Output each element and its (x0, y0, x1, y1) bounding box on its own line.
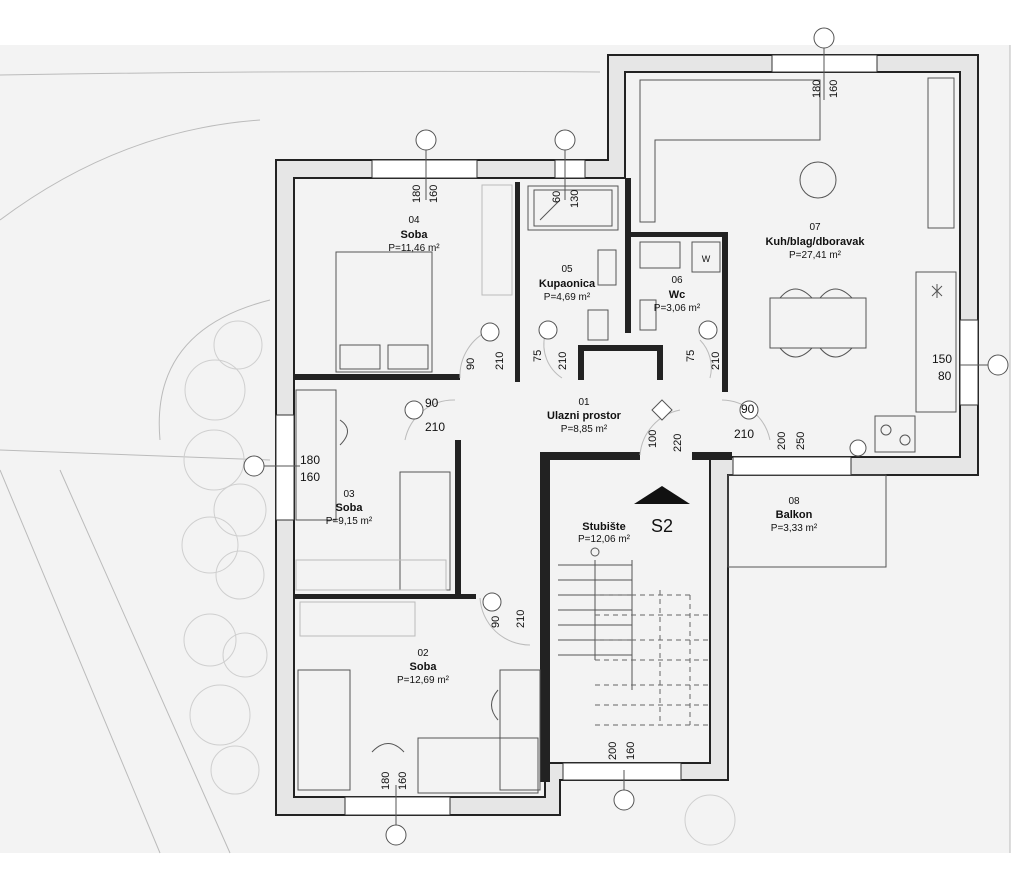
dim-label: 100 (647, 430, 659, 448)
dim-label: 160 (625, 742, 637, 760)
bedroom-furniture (295, 184, 541, 794)
svg-text:08: 08 (788, 496, 800, 507)
svg-text:P=12,06 m²: P=12,06 m² (578, 534, 631, 545)
svg-text:03: 03 (343, 489, 355, 500)
balcony-outline (727, 474, 887, 568)
dim-label: 180 (411, 185, 423, 203)
dimension-labels: 180 160 60 130 180 160 90 210 75 210 75 … (300, 80, 952, 790)
svg-text:P=3,06 m²: P=3,06 m² (654, 303, 701, 314)
dim-label: 200 (776, 432, 788, 450)
site-boundary-curve (0, 70, 601, 461)
dim-label: 210 (557, 352, 569, 370)
svg-text:Soba: Soba (336, 502, 364, 514)
room-02-label: 02 Soba P=12,69 m² (397, 648, 450, 686)
svg-text:P=3,33 m²: P=3,33 m² (771, 523, 818, 534)
svg-text:P=4,69 m²: P=4,69 m² (544, 292, 591, 303)
dim-label: 160 (397, 772, 409, 790)
svg-text:Balkon: Balkon (776, 509, 813, 521)
site-area (0, 45, 1010, 853)
room-07-label: 07 Kuh/blag/dboravak P=27,41 m² (765, 222, 865, 261)
site-boundary-lines (0, 45, 1011, 854)
room-08-label: 08 Balkon P=3,33 m² (771, 496, 818, 534)
svg-text:P=12,69 m²: P=12,69 m² (397, 675, 450, 686)
room-03-label: 03 Soba P=9,15 m² (326, 489, 373, 527)
svg-text:Wc: Wc (669, 289, 686, 301)
svg-text:P=11,46 m²: P=11,46 m² (388, 243, 440, 254)
dim-label: 210 (494, 352, 506, 370)
svg-text:P=9,15 m²: P=9,15 m² (326, 516, 373, 527)
bathroom-fixtures (527, 185, 721, 341)
dim-label: 200 (607, 742, 619, 760)
dim-label: 180 (380, 772, 392, 790)
windows (275, 54, 979, 816)
svg-text:Soba: Soba (410, 661, 438, 673)
svg-text:Kupaonica: Kupaonica (539, 278, 596, 290)
dim-label: 150 (932, 352, 952, 366)
dim-label: 90 (741, 402, 755, 416)
svg-text:Soba: Soba (401, 229, 429, 241)
dim-label: 210 (710, 352, 722, 370)
room-06-label: 06 Wc P=3,06 m² (654, 275, 701, 314)
dim-label: 210 (515, 610, 527, 628)
dim-label: 130 (569, 190, 581, 208)
stair-code-label: S2 (651, 516, 673, 536)
svg-text:Kuh/blag/dboravak: Kuh/blag/dboravak (765, 236, 865, 248)
dim-label: 160 (828, 80, 840, 98)
washer-label: W (702, 254, 711, 264)
dim-label: 80 (938, 369, 952, 383)
room-05-label: 05 Kupaonica P=4,69 m² (539, 264, 596, 303)
stairwell-label: Stubište P=12,06 m² (578, 521, 631, 545)
dim-label: 75 (685, 350, 697, 362)
dim-label: 220 (672, 434, 684, 452)
room-01-label: 01 Ulazni prostor P=8,85 m² (547, 397, 622, 435)
dim-label: 210 (734, 427, 754, 441)
dim-label: 60 (551, 191, 563, 203)
room-04-label: 04 Soba P=11,46 m² (388, 215, 440, 254)
dim-label: 160 (300, 470, 320, 484)
section-markers (243, 27, 1009, 846)
dim-label: 90 (490, 616, 502, 628)
svg-text:02: 02 (417, 648, 429, 659)
svg-text:P=27,41 m²: P=27,41 m² (789, 250, 842, 261)
dim-label: 210 (425, 420, 445, 434)
svg-text:P=8,85 m²: P=8,85 m² (561, 424, 608, 435)
svg-text:04: 04 (408, 215, 420, 226)
dim-label: 90 (465, 358, 477, 370)
svg-text:06: 06 (671, 275, 683, 286)
svg-text:05: 05 (561, 264, 573, 275)
dim-label: 180 (811, 80, 823, 98)
interior-walls (294, 178, 732, 782)
svg-text:Stubište: Stubište (582, 521, 625, 533)
svg-text:07: 07 (809, 222, 821, 233)
svg-text:Ulazni prostor: Ulazni prostor (547, 410, 622, 422)
dim-label: 180 (300, 453, 320, 467)
staircase (558, 486, 708, 726)
dim-label: 75 (532, 350, 544, 362)
dim-label: 160 (428, 185, 440, 203)
kitchen-living-furniture (639, 77, 957, 453)
stair-direction-arrow (634, 486, 690, 504)
dim-label: 90 (425, 396, 439, 410)
svg-text:01: 01 (578, 397, 590, 408)
dim-label: 250 (795, 432, 807, 450)
landscape-trees (181, 320, 736, 846)
